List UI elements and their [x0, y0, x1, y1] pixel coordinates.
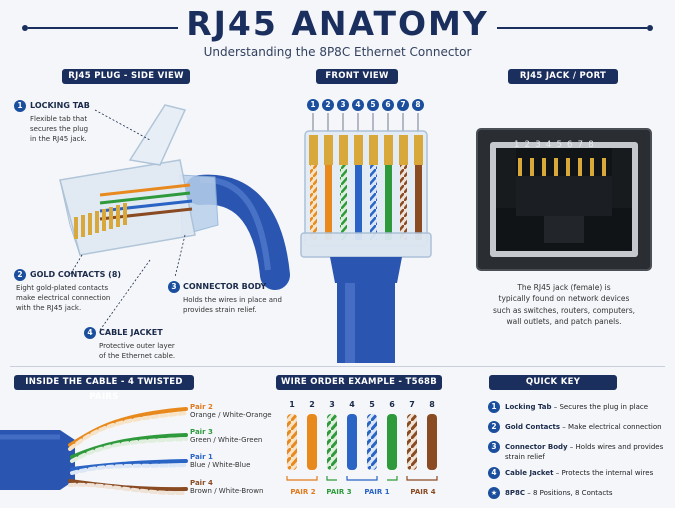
- quick-key-badge-4: 4: [488, 467, 500, 479]
- jack-description: The RJ45 jack (female) is typically foun…: [492, 283, 636, 326]
- quick-key-badge-1: 1: [488, 401, 500, 413]
- side-gold-contacts: [74, 203, 127, 239]
- front-pin-badge-4: 4: [352, 99, 364, 111]
- front-view-plug-illustration: [300, 113, 432, 363]
- front-pin-badge-8: 8: [412, 99, 424, 111]
- front-plug-housing: [304, 130, 428, 247]
- wire-pin-3: 3: [329, 400, 335, 409]
- callout-label-connector-body: CONNECTOR BODY: [183, 282, 267, 291]
- cable-pair-1: Pair 1 Blue / White-Blue: [190, 453, 250, 469]
- callout-label-cable-jacket: CABLE JACKET: [99, 328, 163, 337]
- wire-order-heading: WIRE ORDER EXAMPLE - T568B: [276, 375, 442, 390]
- wire-order-pair-1: PAIR 1: [364, 488, 390, 496]
- quick-key-item-3: Connector Body – Holds wires and provide…: [505, 443, 664, 462]
- front-pin-badge-5: 5: [367, 99, 379, 111]
- jack-pin-numbers: 12345678: [514, 140, 599, 150]
- wire-pin-4: 4: [349, 400, 355, 409]
- quick-key-star-icon: ★: [488, 487, 500, 499]
- front-wires: [310, 165, 422, 240]
- pair-4-colors: Brown / White-Brown: [190, 487, 264, 495]
- callout-badge-4: 4: [84, 327, 96, 339]
- side-locking-tab: [128, 104, 187, 166]
- wire-order-pin-numbers: 1 2 3 4 5 6 7 8: [283, 400, 443, 412]
- callout-text-connector-body: Holds the wires in place and provides st…: [183, 296, 282, 315]
- section-divider: [10, 366, 665, 367]
- pair-1-colors: Blue / White-Blue: [190, 461, 251, 469]
- front-pin-badge-1: 1: [307, 99, 319, 111]
- wire-order-pair-4: PAIR 4: [410, 488, 436, 496]
- callout-badge-2: 2: [14, 269, 26, 281]
- front-view-pin-badges: 1 2 3 4 5 6 7 8: [305, 99, 425, 113]
- wire-pin-6: 6: [389, 400, 395, 409]
- pair-2-name: Pair 2: [190, 403, 213, 411]
- page-subtitle: Understanding the 8P8C Ethernet Connecto…: [203, 45, 472, 59]
- callout-badge-1: 1: [14, 100, 26, 112]
- callout-text-locking-tab: Flexible tab that secures the plug in th…: [30, 115, 89, 144]
- pair-4-name: Pair 4: [190, 479, 213, 487]
- wire-order-wires: [287, 414, 437, 470]
- callout-badge-3: 3: [168, 281, 180, 293]
- header-rule-left: [28, 27, 178, 29]
- cable-twisted-pairs-illustration: [0, 407, 188, 496]
- header-rule-right: [497, 27, 647, 29]
- callout-label-locking-tab: LOCKING TAB: [30, 101, 90, 110]
- front-pin-badge-2: 2: [322, 99, 334, 111]
- quick-key-item-5: 8P8C – 8 Positions, 8 Contacts: [505, 489, 613, 497]
- front-gold-contacts: [309, 135, 423, 165]
- cable-pair-4: Pair 4 Brown / White-Brown: [190, 479, 263, 495]
- pair-3-name: Pair 3: [190, 428, 213, 436]
- callout-text-gold-contacts: Eight gold-plated contacts make electric…: [16, 284, 111, 313]
- wire-pin-5: 5: [369, 400, 375, 409]
- front-pin-badge-6: 6: [382, 99, 394, 111]
- jack-heading: RJ45 JACK / PORT: [508, 69, 618, 84]
- pair-3-colors: Green / White-Green: [190, 436, 263, 444]
- callout-label-gold-contacts: GOLD CONTACTS (8): [30, 270, 122, 279]
- front-pin-badge-3: 3: [337, 99, 349, 111]
- quick-key-badge-2: 2: [488, 421, 500, 433]
- pair-2-colors: Orange / White-Orange: [190, 411, 272, 419]
- quick-key-heading: QUICK KEY: [489, 375, 617, 390]
- jack-port-illustration: 12345678: [476, 128, 652, 271]
- wire-pin-2: 2: [309, 400, 315, 409]
- side-view-heading: RJ45 PLUG - SIDE VIEW: [62, 69, 190, 84]
- front-view-heading: FRONT VIEW: [316, 69, 398, 84]
- quick-key-badge-3: 3: [488, 441, 500, 453]
- front-pin-badge-7: 7: [397, 99, 409, 111]
- wire-pin-8: 8: [429, 400, 435, 409]
- cable-jacket: [0, 430, 75, 490]
- wire-order-pair-2: PAIR 2: [290, 488, 316, 496]
- wire-pin-1: 1: [289, 400, 295, 409]
- quick-key-item-2: Gold Contacts – Make electrical connecti…: [505, 423, 662, 431]
- cable-heading: INSIDE THE CABLE - 4 TWISTED PAIRS: [14, 375, 194, 402]
- pair-1-name: Pair 1: [190, 453, 213, 461]
- quick-key-item-4: Cable Jacket – Protects the internal wir…: [505, 469, 654, 477]
- page-title: RJ45 ANATOMY: [186, 4, 489, 43]
- cable-pair-2: Pair 2 Orange / White-Orange: [190, 403, 272, 419]
- cable-pair-3: Pair 3 Green / White-Green: [190, 428, 262, 444]
- front-boot: [330, 257, 402, 283]
- quick-key-item-1: Locking Tab – Secures the plug in place: [505, 403, 649, 411]
- wire-order-pair-3: PAIR 3: [326, 488, 352, 496]
- wire-pin-7: 7: [409, 400, 415, 409]
- header-dot-left: [22, 25, 28, 31]
- callout-text-cable-jacket: Protective outer layer of the Ethernet c…: [99, 342, 176, 361]
- side-view-plug-illustration: [59, 104, 290, 331]
- header-dot-right: [647, 25, 653, 31]
- wire-order-illustration: [286, 414, 438, 481]
